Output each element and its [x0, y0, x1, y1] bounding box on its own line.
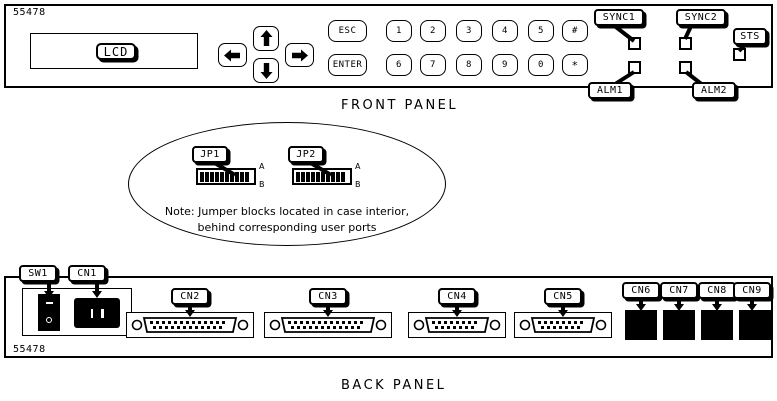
callout-cn1: CN1: [68, 265, 106, 282]
connector-cn6: [625, 310, 657, 340]
back-panel-part-number: 55478: [13, 344, 46, 355]
arrow-right-key[interactable]: [285, 43, 314, 67]
leader-sync2: [676, 8, 726, 48]
back-panel-caption: BACK PANEL: [341, 378, 447, 393]
arrow-up-icon: [260, 30, 273, 47]
leader-cn6: [635, 297, 655, 311]
callout-cn8: CN8: [698, 282, 736, 299]
leader-jp1: [205, 160, 247, 180]
connector-cn8: [701, 310, 733, 340]
connector-cn5: [518, 315, 608, 335]
jumper-row-b: [199, 176, 253, 182]
arrow-left-icon: [224, 49, 241, 62]
callout-alm1: ALM1: [588, 82, 632, 99]
jumper-row-b: [295, 176, 349, 182]
jumper-note-line-1: Note: Jumper blocks located in case inte…: [164, 205, 410, 218]
leader-cn4: [451, 303, 471, 317]
connector-cn9: [739, 310, 771, 340]
arrow-down-key[interactable]: [253, 58, 279, 83]
front-panel-caption: FRONT PANEL: [341, 98, 459, 113]
front-panel-part-number: 55478: [13, 7, 46, 18]
callout-sw1: SW1: [19, 265, 57, 282]
connector-cn7: [663, 310, 695, 340]
key-5[interactable]: 5: [528, 20, 554, 42]
leader-sw1: [34, 280, 54, 298]
key-0[interactable]: 0: [528, 54, 554, 76]
callout-cn5: CN5: [544, 288, 582, 305]
key-4[interactable]: 4: [492, 20, 518, 42]
leader-cn9: [746, 297, 766, 311]
connector-cn3: [268, 315, 388, 335]
iec-pin-right: [101, 308, 104, 318]
jp2-row-a-label: A: [355, 162, 361, 171]
connector-cn4: [412, 315, 502, 335]
switch-on-mark: [45, 302, 53, 305]
key-2[interactable]: 2: [420, 20, 446, 42]
power-switch[interactable]: [38, 294, 60, 331]
switch-off-mark: [46, 316, 52, 323]
callout-cn7: CN7: [660, 282, 698, 299]
callout-cn9: CN9: [733, 282, 771, 299]
connector-cn2: [130, 315, 250, 335]
arrow-down-icon: [260, 62, 273, 79]
callout-cn3: CN3: [309, 288, 347, 305]
power-inlet: [74, 298, 120, 328]
lcd-display: LCD: [96, 43, 136, 60]
arrow-left-key[interactable]: [218, 43, 247, 67]
arrow-up-key[interactable]: [253, 26, 279, 51]
leader-cn3: [322, 303, 342, 317]
key-8[interactable]: 8: [456, 54, 482, 76]
key-hash[interactable]: #: [562, 20, 588, 42]
key-esc[interactable]: ESC: [328, 20, 367, 42]
callout-sync2: SYNC2: [676, 9, 726, 26]
jumper-note-line-2: behind corresponding user ports: [197, 221, 377, 234]
callout-cn6: CN6: [622, 282, 660, 299]
leader-sync1: [590, 8, 650, 48]
callout-jp1: JP1: [192, 146, 228, 163]
key-1[interactable]: 1: [386, 20, 412, 42]
callout-sts: STS: [733, 28, 767, 45]
arrow-right-icon: [291, 49, 308, 62]
leader-cn7: [673, 297, 693, 311]
leader-cn2: [184, 303, 204, 317]
iec-pin-left: [90, 308, 93, 318]
callout-sync1: SYNC1: [594, 9, 644, 26]
jp1-row-a-label: A: [259, 162, 265, 171]
key-7[interactable]: 7: [420, 54, 446, 76]
jp2-row-b-label: B: [355, 180, 361, 189]
leader-cn1: [82, 280, 102, 298]
leader-jp2: [301, 160, 343, 180]
detail-balloon: [128, 122, 446, 246]
callout-jp2: JP2: [288, 146, 324, 163]
callout-alm2: ALM2: [692, 82, 736, 99]
key-enter[interactable]: ENTER: [328, 54, 367, 76]
callout-cn2: CN2: [171, 288, 209, 305]
callout-cn4: CN4: [438, 288, 476, 305]
jp1-row-b-label: B: [259, 180, 265, 189]
key-3[interactable]: 3: [456, 20, 482, 42]
key-9[interactable]: 9: [492, 54, 518, 76]
leader-cn8: [711, 297, 731, 311]
key-star[interactable]: *: [562, 54, 588, 76]
leader-cn5: [557, 303, 577, 317]
key-6[interactable]: 6: [386, 54, 412, 76]
